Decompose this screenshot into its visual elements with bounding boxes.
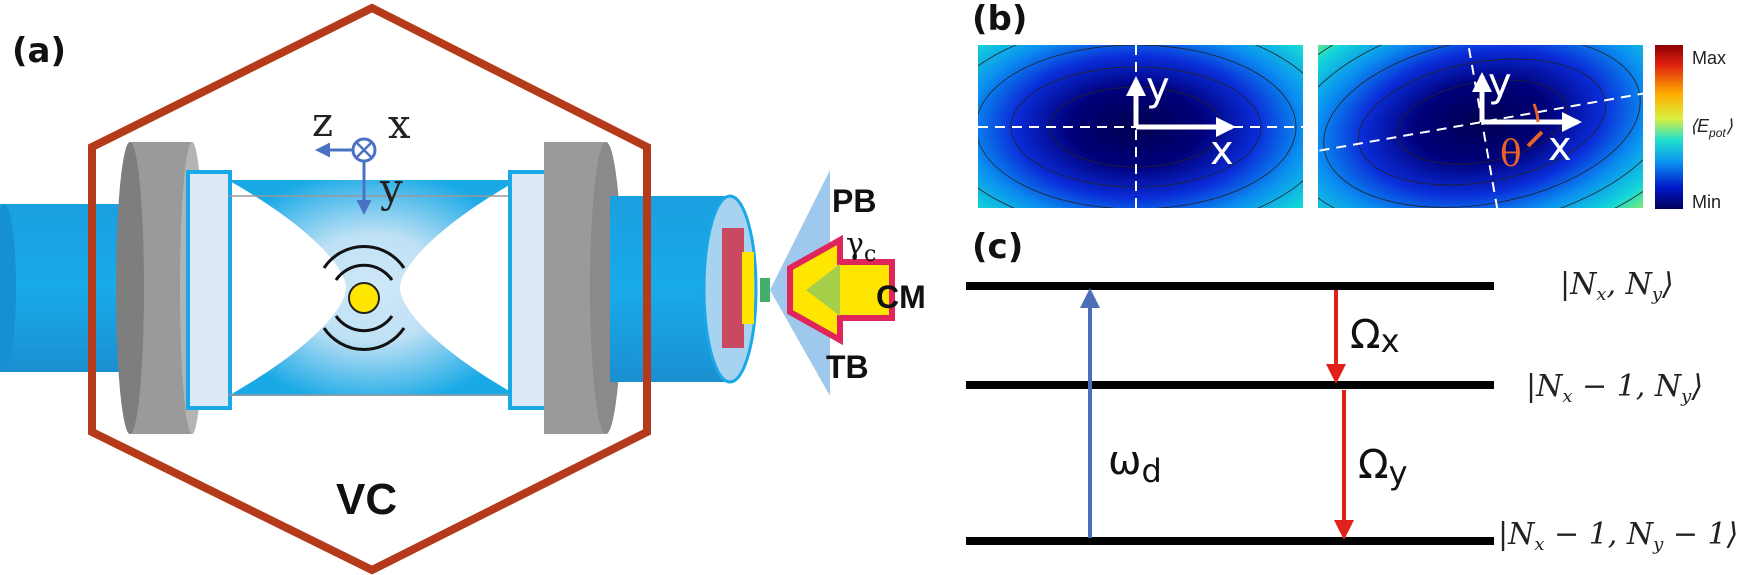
panel-c-label: (c) — [972, 227, 1023, 267]
gamma-label: γc — [846, 227, 876, 267]
x-axis-label: x — [388, 102, 411, 148]
right-map-x-label: x — [1548, 124, 1572, 170]
colorbar — [1655, 45, 1683, 209]
colorbar-mid-label: ⟨Epot⟩ — [1690, 116, 1733, 140]
z-axis-label: z — [312, 100, 333, 146]
state-bottom-label: |Nx − 1, Ny − 1⟩ — [1498, 517, 1738, 555]
panel-c: (c) ωd Ωx Ωy |Nx, Ny⟩ |Nx − 1, Ny⟩ |Nx −… — [966, 227, 1738, 555]
detector-element — [760, 278, 770, 302]
cm-arrow — [787, 234, 895, 346]
pump-element — [722, 228, 744, 348]
colorbar-max-label: Max — [1692, 48, 1726, 68]
vc-label: VC — [336, 475, 397, 524]
panel-b-label: (b) — [972, 0, 1027, 39]
pb-label: PB — [832, 183, 876, 219]
potential-map-right — [1318, 45, 1643, 208]
state-middle-label: |Nx − 1, Ny⟩ — [1526, 369, 1703, 407]
coordinate-axes: z x y — [312, 100, 411, 215]
probe-element — [742, 252, 754, 324]
omega-x-label: Ωx — [1350, 312, 1400, 360]
panel-a: (a) — [0, 3, 926, 575]
left-map-x-label: x — [1210, 128, 1234, 174]
left-mount — [116, 142, 232, 434]
y-axis-label: y — [379, 166, 403, 212]
left-map-y-label: y — [1146, 64, 1170, 110]
trapped-particle — [322, 245, 406, 351]
cm-label: CM — [876, 279, 926, 315]
state-top-label: |Nx, Ny⟩ — [1560, 267, 1674, 305]
drive-label: ωd — [1108, 438, 1162, 490]
potential-map-left — [978, 45, 1303, 208]
cm-arrow-inner — [806, 264, 840, 316]
right-cylinder — [610, 194, 770, 384]
colorbar-min-label: Min — [1692, 192, 1721, 212]
cooling-beam-cone — [770, 170, 895, 396]
right-mount — [508, 142, 622, 434]
panel-b: (b) y x — [972, 0, 1733, 212]
panel-a-label: (a) — [12, 31, 66, 71]
right-map-y-label: y — [1488, 60, 1512, 106]
tb-label: TB — [826, 349, 869, 385]
omega-y-label: Ωy — [1358, 442, 1408, 492]
theta-label: θ — [1500, 134, 1522, 175]
vacuum-chamber — [88, 3, 651, 575]
